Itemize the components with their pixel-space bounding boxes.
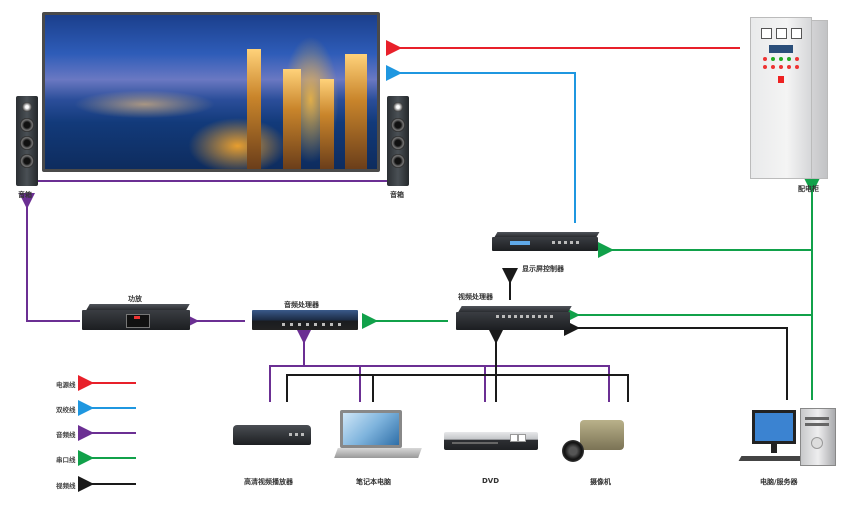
camera-label: 摄像机 [590,478,611,486]
hd-video-player [233,425,311,445]
wire-audio-sources-bus [269,365,610,402]
wire-video-sources-bus [286,374,629,402]
pc-monitor [752,410,796,444]
laptop-keyboard [334,448,422,458]
power-cabinet-label: 配电柜 [798,185,819,193]
skyscraper [247,49,261,169]
legend-power-label: 电源线 [56,381,76,389]
audio-processor [252,310,358,330]
legend-audio-label: 音频线 [56,431,76,439]
legend-network-label: 双绞线 [56,406,76,414]
legend-serial-label: 串口线 [56,456,76,464]
pc-tower [800,408,836,466]
amplifier [82,310,190,330]
video-processor [456,312,570,330]
monitor-stand [771,444,777,453]
display-controller [492,237,598,251]
dvd-player [444,432,538,450]
speaker-left [16,96,38,186]
keyboard [738,456,804,461]
skyscraper [345,54,367,169]
laptop-label: 笔记本电脑 [356,478,391,486]
hd-player-label: 高清视频播放器 [244,478,293,486]
skyscraper [320,79,334,169]
wire-audio-amp-speakers [19,193,80,322]
power-cabinet [750,17,812,179]
dvd-label: DVD [482,477,500,485]
laptop [340,410,402,448]
skyscraper [283,69,301,169]
led-display-screen [42,12,380,172]
audio-processor-label: 音频处理器 [284,301,319,309]
amplifier-label: 功放 [128,295,142,303]
power-cabinet-side [810,20,828,179]
pc-server-label: 电脑/服务器 [760,478,798,486]
camera-lens [562,440,584,462]
wire-network-controller-screen [386,65,576,223]
wire-video-pc-videoproc [564,320,788,400]
speaker-right-label: 音箱 [390,191,404,199]
video-processor-label: 视频处理器 [458,293,493,301]
speaker-left-label: 音箱 [18,191,32,199]
speaker-right [387,96,409,186]
legend-video-label: 视频线 [56,482,76,490]
display-controller-label: 显示屏控制器 [522,265,564,273]
video-camera [580,420,624,450]
